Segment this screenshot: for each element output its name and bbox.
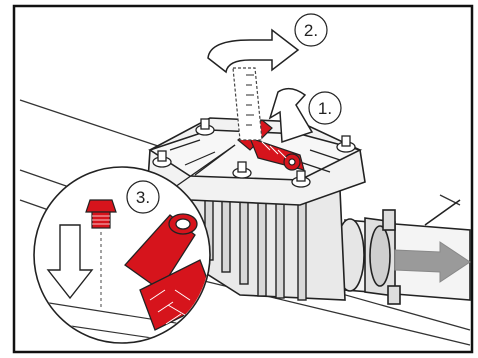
step-1-label: 1.: [318, 99, 332, 118]
step-2-marker: 2.: [295, 14, 327, 46]
step-2-label: 2.: [304, 21, 318, 40]
step-1-marker: 1.: [309, 92, 341, 124]
step-3-marker: 3.: [127, 181, 159, 213]
step-3-label: 3.: [136, 188, 150, 207]
